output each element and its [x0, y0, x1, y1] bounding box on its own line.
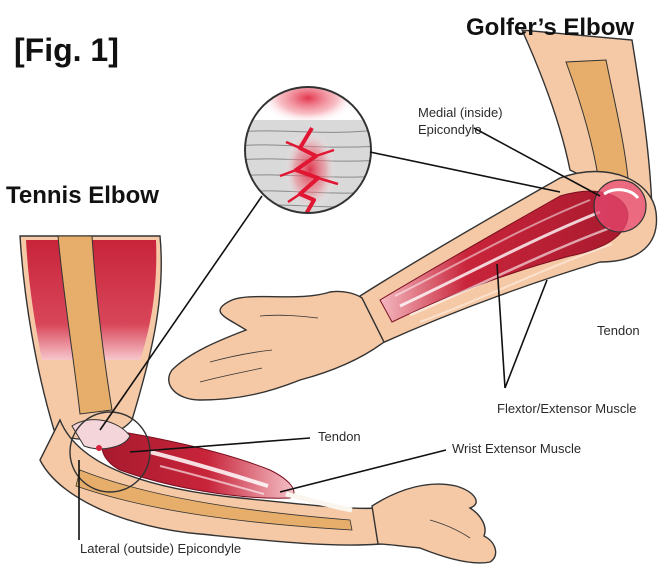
lateral-epicondyle-label: Lateral (outside) Epicondyle [80, 540, 241, 557]
medial-epicondyle-label-line1: Medial (inside) [418, 104, 503, 121]
tendon-label-lower: Tendon [318, 428, 361, 445]
figure-label: [Fig. 1] [14, 32, 119, 69]
golfers-elbow-arm [169, 30, 657, 400]
tennis-elbow-title: Tennis Elbow [6, 182, 159, 210]
flexor-extensor-muscle-label: Flextor/Extensor Muscle [497, 400, 636, 417]
medial-epicondyle-label-line2: Epicondyle [418, 121, 482, 138]
tendon-label-upper: Tendon [597, 322, 640, 339]
golfers-elbow-title: Golfer’s Elbow [466, 14, 634, 42]
wrist-extensor-muscle-label: Wrist Extensor Muscle [452, 440, 581, 457]
